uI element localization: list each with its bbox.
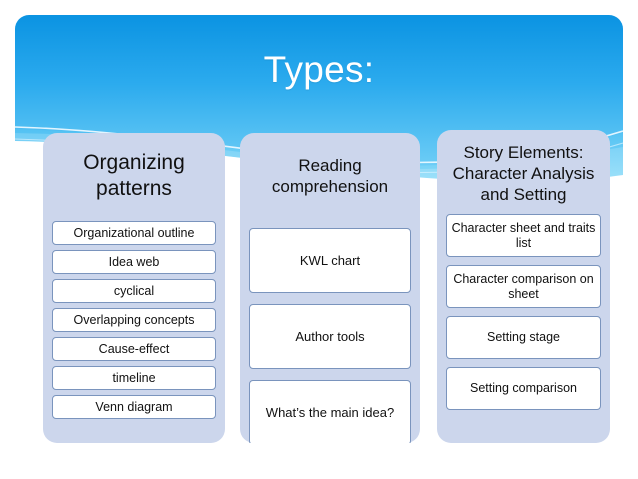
- list-item[interactable]: Setting stage: [446, 316, 601, 359]
- list-item[interactable]: Overlapping concepts: [52, 308, 216, 332]
- category-panel-reading-comprehension: Reading comprehension KWL chart Author t…: [240, 133, 420, 443]
- panel-title: Reading comprehension: [271, 156, 389, 196]
- list-item[interactable]: KWL chart: [249, 228, 411, 293]
- panel-title: Organizing patterns: [83, 151, 185, 200]
- list-item[interactable]: Author tools: [249, 304, 411, 369]
- list-item[interactable]: timeline: [52, 366, 216, 390]
- panel-item-list: KWL chart Author tools What’s the main i…: [249, 228, 411, 443]
- list-item[interactable]: Character sheet and traits list: [446, 214, 601, 257]
- list-item[interactable]: Organizational outline: [52, 221, 216, 245]
- list-item[interactable]: What’s the main idea?: [249, 380, 411, 443]
- list-item[interactable]: Cause-effect: [52, 337, 216, 361]
- slide-canvas: Types: Organizing patterns Organizationa…: [15, 15, 623, 443]
- list-item[interactable]: Venn diagram: [52, 395, 216, 419]
- list-item[interactable]: Character comparison on sheet: [446, 265, 601, 308]
- panel-item-list: Organizational outline Idea web cyclical…: [52, 221, 216, 433]
- panel-title: Story Elements: Character Analysis and S…: [452, 143, 595, 204]
- list-item[interactable]: Idea web: [52, 250, 216, 274]
- panel-item-list: Character sheet and traits list Characte…: [446, 214, 601, 433]
- page-title: Types:: [263, 49, 375, 90]
- list-item[interactable]: cyclical: [52, 279, 216, 303]
- category-panel-story-elements: Story Elements: Character Analysis and S…: [437, 130, 610, 443]
- category-panel-organizing-patterns: Organizing patterns Organizational outli…: [43, 133, 225, 443]
- list-item[interactable]: Setting comparison: [446, 367, 601, 410]
